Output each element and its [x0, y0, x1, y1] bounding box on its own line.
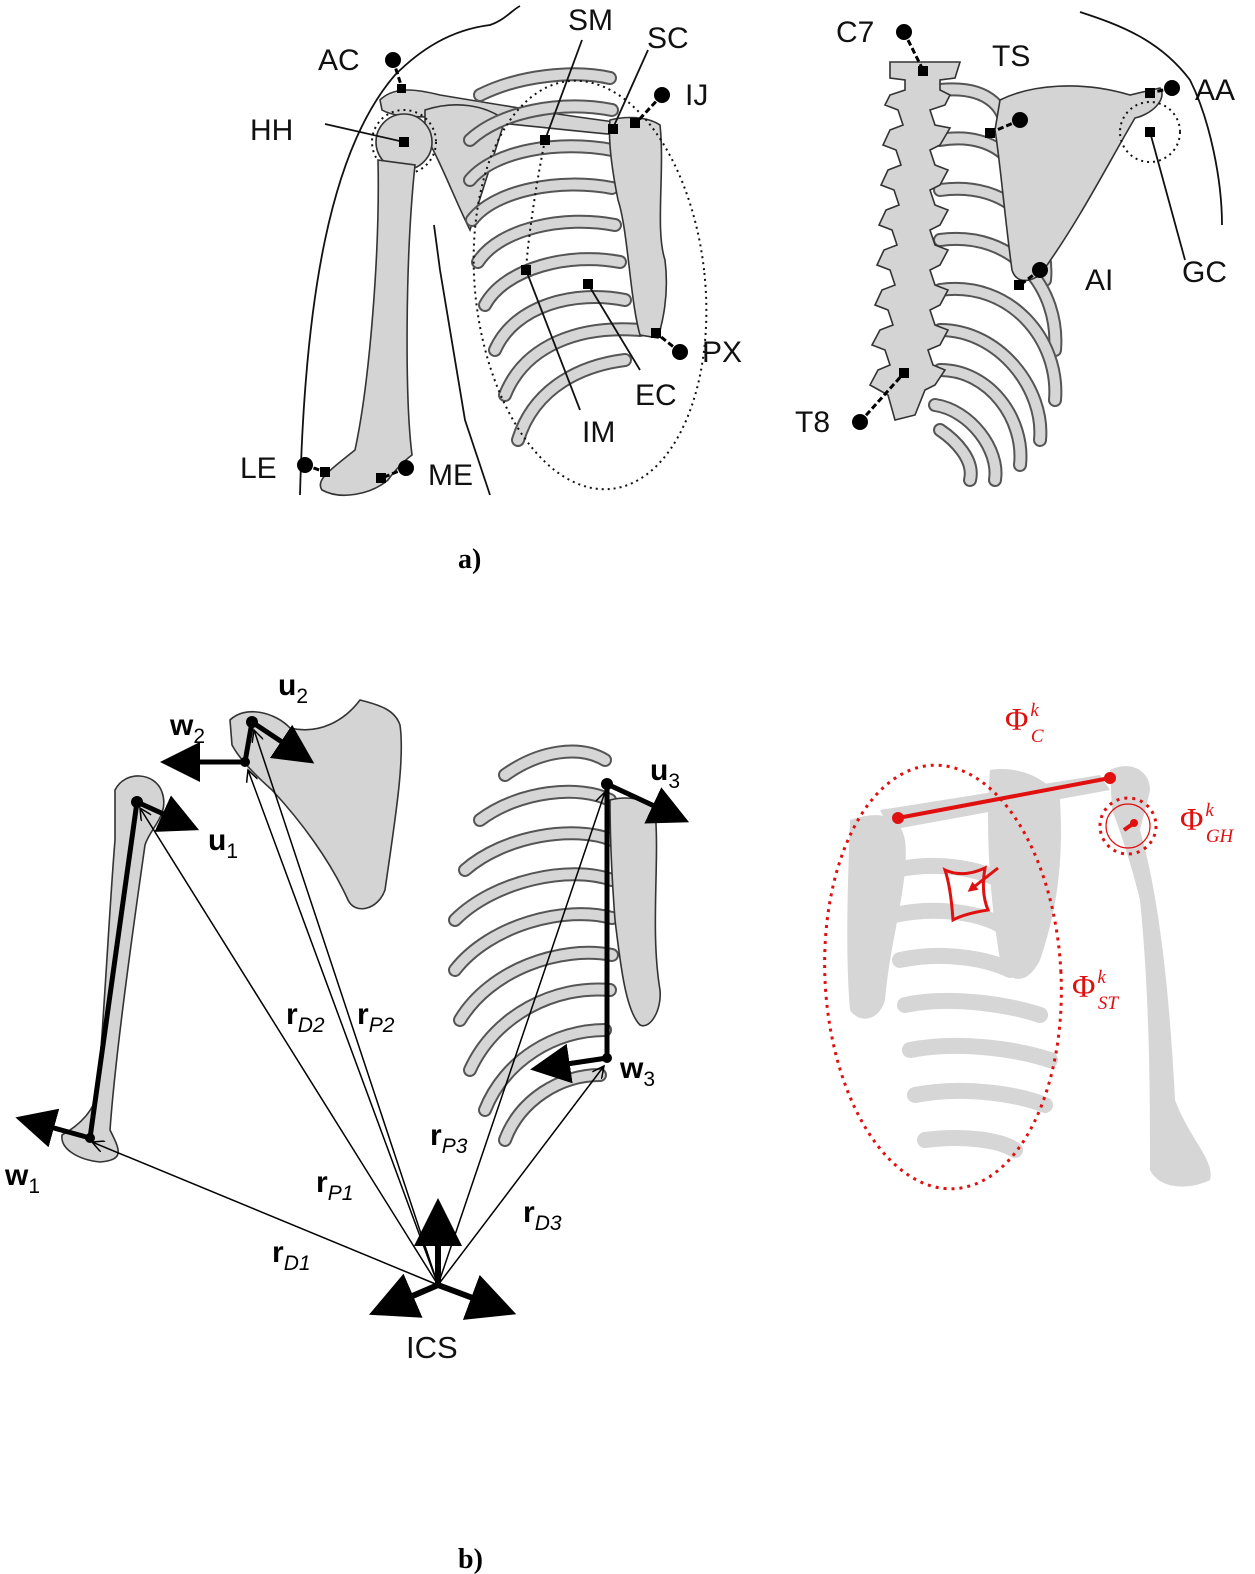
label-ij: IJ [685, 79, 708, 112]
label-c7: C7 [836, 16, 874, 49]
label-rd3: rD3 [523, 1196, 562, 1235]
label-w3: w3 [619, 1052, 655, 1091]
label-me: ME [428, 459, 473, 492]
label-ts: TS [992, 40, 1030, 73]
label-ec: EC [635, 379, 677, 412]
anterior-shoulder-view: AC HH SM SC IJ LE ME IM EC PX [240, 4, 742, 501]
ics-label: ICS [406, 1330, 458, 1365]
label-rd2: rD2 [286, 998, 325, 1037]
label-u1: u1 [208, 824, 238, 863]
label-sc: SC [647, 22, 689, 55]
label-u2: u2 [278, 669, 308, 708]
label-rp3: rP3 [430, 1119, 468, 1158]
label-rp1: rP1 [316, 1166, 353, 1205]
label-t8: T8 [795, 406, 830, 439]
label-rp2: rP2 [357, 998, 395, 1037]
scapula-segment [230, 700, 401, 909]
label-gc: GC [1182, 256, 1227, 289]
label-aa: AA [1195, 74, 1235, 107]
kinematic-model: ICS u1 w1 u2 w2 u3 w3 rD1 rP1 rD2 rP2 rP… [4, 669, 680, 1365]
label-hh: HH [250, 114, 293, 147]
caption-a: a) [458, 544, 481, 575]
label-u3: u3 [650, 754, 680, 793]
label-rd1: rD1 [272, 1236, 311, 1275]
posterior-shoulder-view: C7 TS AA AI GC T8 [795, 12, 1235, 480]
label-w2: w2 [169, 709, 205, 748]
label-le: LE [240, 452, 277, 485]
label-ac: AC [318, 44, 360, 77]
label-im: IM [582, 416, 615, 449]
label-px: PX [702, 336, 742, 369]
caption-b: b) [458, 1544, 483, 1574]
humerus [320, 160, 415, 495]
label-w1: w1 [4, 1159, 40, 1198]
label-sm: SM [568, 4, 613, 37]
ics-frame [380, 1210, 505, 1310]
label-ai: AI [1085, 264, 1113, 297]
